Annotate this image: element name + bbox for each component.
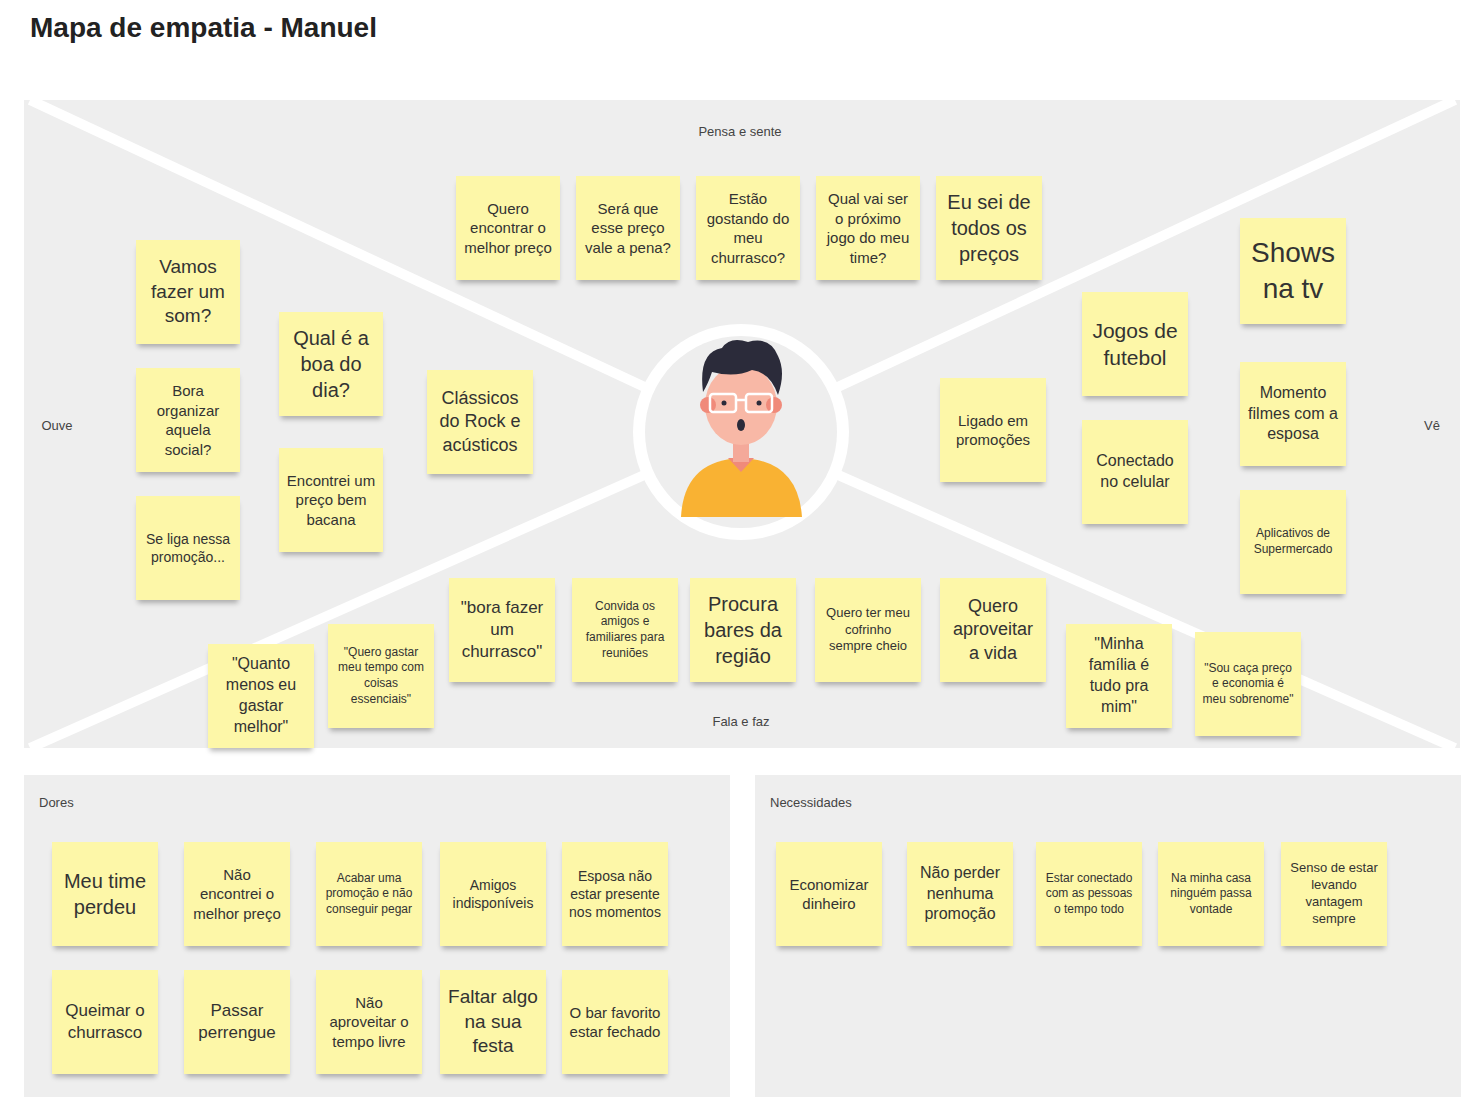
note-text: Aplicativos de Supermercado (1247, 526, 1339, 557)
center-ground (645, 336, 837, 528)
note-text: Quero aproveitar a vida (947, 595, 1039, 665)
note-text: Bora organizar aquela social? (143, 381, 233, 459)
quadrant-label: Vê (1424, 418, 1440, 433)
note-text: Acabar uma promoção e não conseguir pega… (323, 871, 415, 918)
note-text: "Quanto menos eu gastar melhor" (215, 654, 307, 737)
sticky-note: Clássicos do Rock e acústicos (427, 370, 533, 474)
sticky-note: Amigos indisponíveis (440, 842, 546, 946)
note-text: Não encontrei o melhor preço (191, 865, 283, 924)
map-title: Mapa de empatia - Manuel (30, 12, 377, 44)
sticky-note: Quero encontrar o melhor preço (456, 176, 560, 280)
map-ground (24, 100, 1460, 748)
sticky-note: Aplicativos de Supermercado (1240, 490, 1346, 594)
sticky-note: O bar favorito estar fechado (562, 970, 668, 1074)
note-text: Meu time perdeu (59, 868, 151, 920)
note-text: Não aproveitar o tempo livre (323, 993, 415, 1052)
note-text: Amigos indisponíveis (447, 876, 539, 912)
sticky-note: Economizar dinheiro (776, 842, 882, 946)
note-text: Shows na tv (1247, 235, 1339, 308)
sticky-note: Não aproveitar o tempo livre (316, 970, 422, 1074)
sticky-note: Qual é a boa do dia? (279, 312, 383, 416)
section-panel: DoresMeu time perdeu Não encontrei o melh… (24, 775, 730, 1097)
sticky-note: Quero ter meu cofrinho sempre cheio (815, 578, 921, 682)
sticky-note: Eu sei de todos os preços (936, 176, 1042, 280)
note-text: Se liga nessa promoção... (143, 530, 233, 566)
sticky-note: Procura bares da região (690, 578, 796, 682)
note-text: "Sou caça preço e economia é meu sobreno… (1202, 661, 1294, 708)
sticky-note: Esposa não estar presente nos momentos (562, 842, 668, 946)
note-text: Jogos de futebol (1089, 317, 1181, 372)
sticky-note: Passar perrengue (184, 970, 290, 1074)
sticky-note: Encontrei um preço bem bacana (279, 448, 383, 552)
note-text: Economizar dinheiro (783, 875, 875, 914)
quadrant-label: Fala e faz (712, 714, 769, 729)
note-text: Ligado em promoções (947, 411, 1039, 450)
sticky-note: Vamos fazer um som? (136, 240, 240, 344)
note-text: Qual vai ser o próximo jogo do meu time? (823, 189, 913, 267)
section-heading: Necessidades (770, 795, 852, 810)
quadrant-dividers (30, 100, 1455, 748)
sticky-note: "Minha família é tudo pra mim" (1066, 624, 1172, 728)
sticky-note: Na minha casa ninguém passa vontade (1158, 842, 1264, 946)
persona-avatar (681, 340, 802, 517)
sticky-note: Meu time perdeu (52, 842, 158, 946)
sticky-note: "Quero gastar meu tempo com coisas essen… (328, 624, 434, 728)
note-text: Queimar o churrasco (59, 1000, 151, 1044)
sticky-note: Bora organizar aquela social? (136, 368, 240, 472)
note-text: Procura bares da região (697, 591, 789, 669)
note-text: Faltar algo na sua festa (447, 985, 539, 1059)
sticky-note: Queimar o churrasco (52, 970, 158, 1074)
center-ring (633, 324, 849, 540)
note-text: Será que esse preço vale a pena? (583, 199, 673, 258)
sticky-note: "Sou caça preço e economia é meu sobreno… (1195, 632, 1301, 736)
note-text: Quero encontrar o melhor preço (463, 199, 553, 258)
note-text: Qual é a boa do dia? (286, 325, 376, 403)
sticky-note: Se liga nessa promoção... (136, 496, 240, 600)
note-text: Esposa não estar presente nos momentos (569, 867, 661, 922)
sticky-note: Acabar uma promoção e não conseguir pega… (316, 842, 422, 946)
note-text: "bora fazer um churrasco" (456, 597, 548, 663)
sticky-note: Não perder nenhuma promoção (907, 842, 1013, 946)
sticky-note: Qual vai ser o próximo jogo do meu time? (816, 176, 920, 280)
note-text: Conectado no celular (1089, 451, 1181, 493)
sticky-note: Momento filmes com a esposa (1240, 362, 1346, 466)
note-text: Não perder nenhuma promoção (914, 863, 1006, 925)
note-text: Convida os amigos e familiares para reun… (579, 599, 671, 661)
note-text: O bar favorito estar fechado (569, 1003, 661, 1042)
sticky-note: Senso de estar levando vantagem sempre (1281, 842, 1387, 946)
section-panel: NecessidadesEconomizar dinheiro Não perde… (755, 775, 1461, 1097)
note-text: Senso de estar levando vantagem sempre (1288, 860, 1380, 928)
sticky-note: "Quanto menos eu gastar melhor" (208, 644, 314, 748)
note-text: "Quero gastar meu tempo com coisas essen… (335, 645, 427, 707)
note-text: Clássicos do Rock e acústicos (434, 387, 526, 457)
note-text: Quero ter meu cofrinho sempre cheio (822, 605, 914, 656)
note-text: "Minha família é tudo pra mim" (1073, 634, 1165, 717)
sticky-note: Faltar algo na sua festa (440, 970, 546, 1074)
sticky-note: Ligado em promoções (940, 378, 1046, 482)
sticky-note: Será que esse preço vale a pena? (576, 176, 680, 280)
sticky-note: Estar conectado com as pessoas o tempo t… (1036, 842, 1142, 946)
note-text: Momento filmes com a esposa (1247, 383, 1339, 445)
note-text: Estão gostando do meu churrasco? (703, 189, 793, 267)
sticky-note: Estão gostando do meu churrasco? (696, 176, 800, 280)
note-text: Estar conectado com as pessoas o tempo t… (1043, 871, 1135, 918)
quadrant-label: Pensa e sente (698, 124, 781, 139)
sticky-note: Shows na tv (1240, 218, 1346, 324)
sticky-note: Convida os amigos e familiares para reun… (572, 578, 678, 682)
sticky-note: Não encontrei o melhor preço (184, 842, 290, 946)
note-text: Na minha casa ninguém passa vontade (1165, 871, 1257, 918)
quadrant-label: Ouve (41, 418, 72, 433)
note-text: Encontrei um preço bem bacana (286, 471, 376, 530)
sticky-note: "bora fazer um churrasco" (449, 578, 555, 682)
sticky-note: Quero aproveitar a vida (940, 578, 1046, 682)
note-text: Vamos fazer um som? (143, 255, 233, 329)
sticky-note: Conectado no celular (1082, 420, 1188, 524)
note-text: Eu sei de todos os preços (943, 189, 1035, 267)
sticky-note: Jogos de futebol (1082, 292, 1188, 396)
note-text: Passar perrengue (191, 1000, 283, 1044)
section-heading: Dores (39, 795, 74, 810)
